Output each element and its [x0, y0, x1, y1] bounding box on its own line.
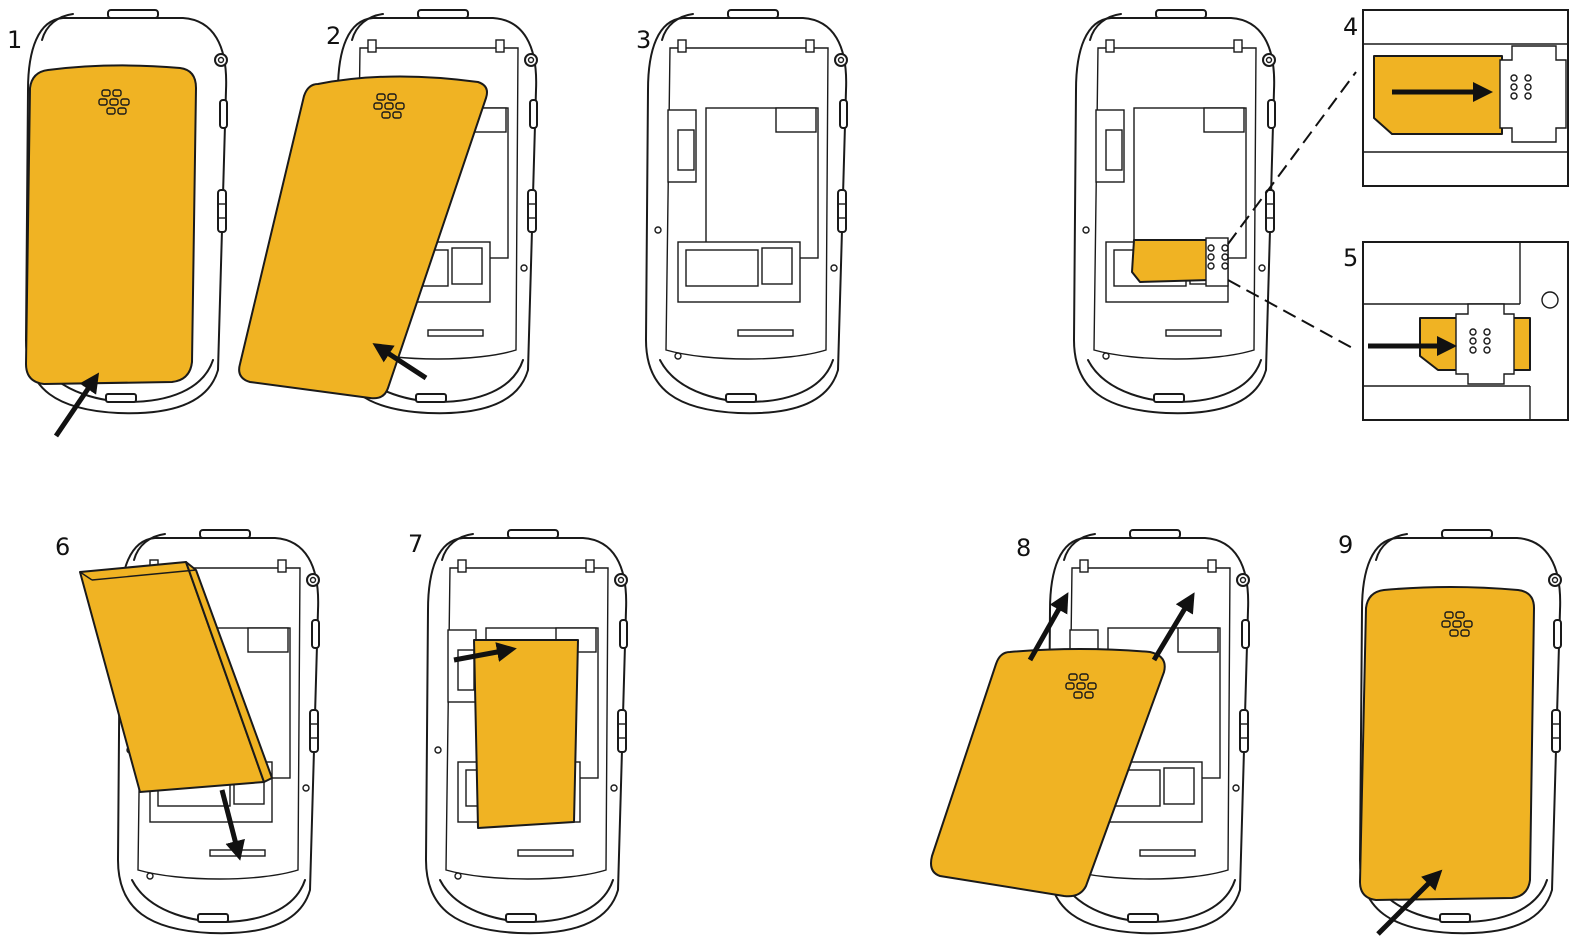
step-9: 9 — [1338, 530, 1561, 934]
step-8: 8 — [931, 530, 1249, 933]
sim-insert-phone — [1074, 10, 1356, 413]
step-1: 1 — [7, 10, 227, 436]
battery-door — [26, 65, 196, 384]
step-number-5: 5 — [1343, 244, 1358, 272]
step-number-4: 4 — [1343, 13, 1358, 41]
step-7: 7 — [408, 530, 627, 933]
step-6: 6 — [55, 530, 319, 933]
battery-installed — [474, 640, 578, 828]
sim-card — [1374, 56, 1502, 134]
detail-4: 4 — [1343, 10, 1568, 186]
step-number-3: 3 — [636, 26, 651, 54]
step-number-8: 8 — [1016, 534, 1031, 562]
step-number-2: 2 — [326, 22, 341, 50]
step-number-1: 1 — [7, 26, 22, 54]
step-number-7: 7 — [408, 530, 423, 558]
detail-5: 5 — [1343, 242, 1568, 420]
step-3: 3 — [636, 10, 847, 413]
step-number-9: 9 — [1338, 531, 1353, 559]
battery-door-closed — [1360, 587, 1534, 900]
step-number-6: 6 — [55, 533, 70, 561]
step-2: 2 — [239, 10, 537, 413]
